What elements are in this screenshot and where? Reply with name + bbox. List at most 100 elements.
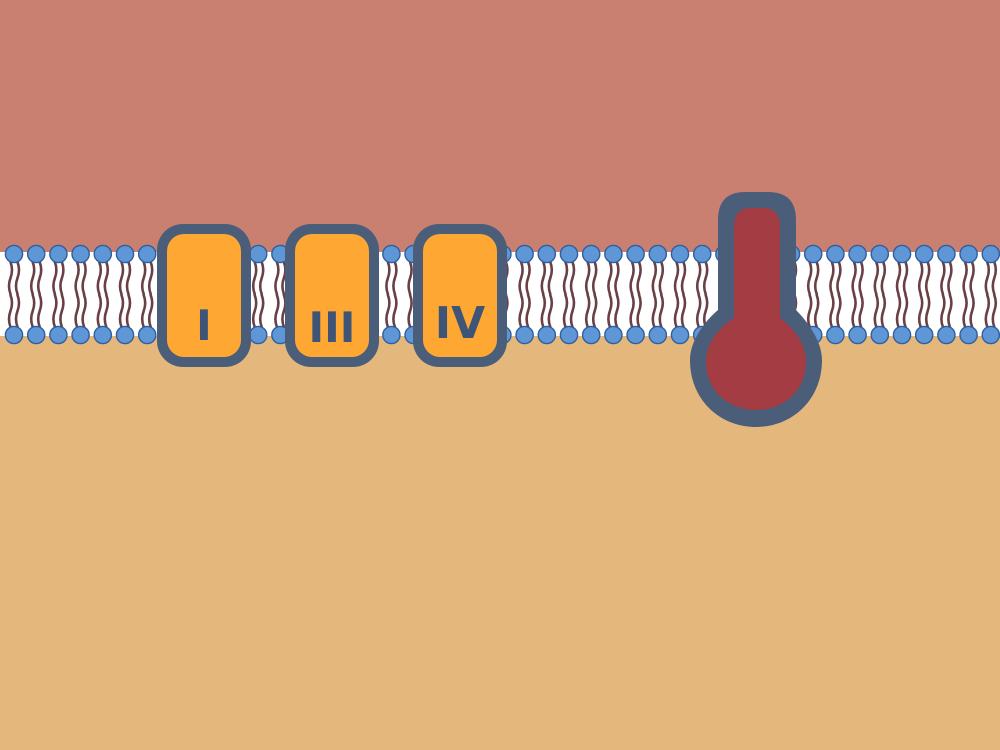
- lipid-tail: [851, 260, 857, 296]
- lipid-tail: [673, 293, 680, 329]
- lipid-tail: [525, 293, 531, 329]
- lipid-tail: [74, 293, 80, 329]
- lipid-head: [937, 244, 956, 264]
- lipid-tail: [547, 260, 554, 296]
- lipid-tail: [858, 260, 864, 296]
- lipid-tail: [969, 293, 975, 329]
- lipid-head: [914, 244, 934, 264]
- lipid-head: [892, 325, 912, 345]
- lipid-tail: [251, 293, 258, 329]
- lipid-head: [848, 244, 867, 264]
- lipid-head: [559, 325, 579, 345]
- lipid-tail: [7, 260, 14, 296]
- lipid-tail: [962, 260, 968, 296]
- lipid-tail: [902, 293, 909, 329]
- lipid-tail: [651, 260, 658, 296]
- lipid-head: [826, 244, 845, 264]
- lipid-tail: [562, 260, 569, 296]
- complex-iii: III: [285, 224, 379, 367]
- lipid-tail: [103, 260, 110, 296]
- lipid-head: [115, 325, 135, 345]
- lipid-head: [537, 244, 557, 264]
- lipid-tail: [251, 260, 258, 296]
- lipid-tail: [629, 260, 635, 296]
- lipid-head: [515, 325, 534, 345]
- lipid-tail: [36, 260, 43, 296]
- lipid-head: [4, 325, 24, 345]
- lipid-tail: [858, 293, 864, 329]
- lipid-tail: [29, 260, 36, 296]
- lipid-head: [248, 325, 268, 345]
- lipid-tail: [702, 260, 709, 296]
- lipid-head: [604, 244, 623, 264]
- lipid-tail: [991, 260, 998, 296]
- lipid-tail: [880, 260, 887, 296]
- lipid-tail: [7, 293, 14, 329]
- lipid-tail: [806, 293, 813, 329]
- lipid-tail: [125, 260, 132, 296]
- lipid-tail: [895, 293, 902, 329]
- lipid-tail: [836, 293, 842, 329]
- lipid-tail: [81, 260, 87, 296]
- lipid-tail: [880, 293, 887, 329]
- lipid-tail: [59, 260, 65, 296]
- lipid-tail: [14, 260, 21, 296]
- lipid-tail: [895, 260, 902, 296]
- lipid-tail: [695, 293, 702, 329]
- intermembrane-space: [0, 0, 1000, 262]
- lipid-head: [382, 325, 401, 345]
- lipid-head: [93, 325, 113, 345]
- lipid-tail: [407, 293, 413, 329]
- lipid-tail: [569, 293, 576, 329]
- lipid-head: [137, 325, 157, 345]
- lipid-tail: [969, 260, 975, 296]
- lipid-tail: [702, 293, 709, 329]
- lipid-tail: [673, 260, 680, 296]
- lipid-head: [515, 244, 534, 264]
- lipid-head: [93, 244, 113, 264]
- lipid-head: [803, 244, 823, 264]
- lipid-head: [137, 244, 157, 264]
- lipid-head: [248, 244, 268, 264]
- lipid-tail: [140, 260, 147, 296]
- lipid-tail: [614, 293, 620, 329]
- lipid-head: [26, 325, 46, 345]
- lipid-head: [115, 244, 135, 264]
- lipid-tail: [274, 293, 280, 329]
- lipid-tail: [96, 260, 103, 296]
- lipid-tail: [74, 260, 80, 296]
- lipid-head: [870, 325, 890, 345]
- lipid-tail: [658, 293, 665, 329]
- lipid-tail: [591, 293, 598, 329]
- complex-i: I: [157, 224, 251, 367]
- lipid-tail: [947, 293, 953, 329]
- lipid-head: [648, 244, 668, 264]
- lipid-tail: [829, 260, 835, 296]
- atp-synthase: [690, 192, 822, 427]
- lipid-tail: [547, 293, 554, 329]
- lipid-tail: [924, 293, 931, 329]
- lipid-tail: [991, 293, 998, 329]
- lipid-tail: [584, 260, 591, 296]
- lipid-head: [626, 244, 645, 264]
- lipid-head: [937, 325, 956, 345]
- lipid-tail: [81, 293, 87, 329]
- lipid-tail: [52, 293, 58, 329]
- lipid-tail: [813, 260, 820, 296]
- lipid-head: [626, 325, 645, 345]
- lipid-head: [959, 325, 978, 345]
- lipid-head: [981, 325, 1000, 345]
- complex-iv: IV: [413, 224, 507, 367]
- lipid-tail: [695, 260, 702, 296]
- lipid-tail: [258, 293, 265, 329]
- lipid-tail: [569, 260, 576, 296]
- lipid-tail: [651, 293, 658, 329]
- lipid-head: [26, 244, 46, 264]
- lipid-head: [537, 325, 557, 345]
- lipid-tail: [103, 293, 110, 329]
- lipid-tail: [140, 293, 147, 329]
- lipid-head: [959, 244, 978, 264]
- lipid-head: [914, 325, 934, 345]
- lipid-tail: [873, 293, 880, 329]
